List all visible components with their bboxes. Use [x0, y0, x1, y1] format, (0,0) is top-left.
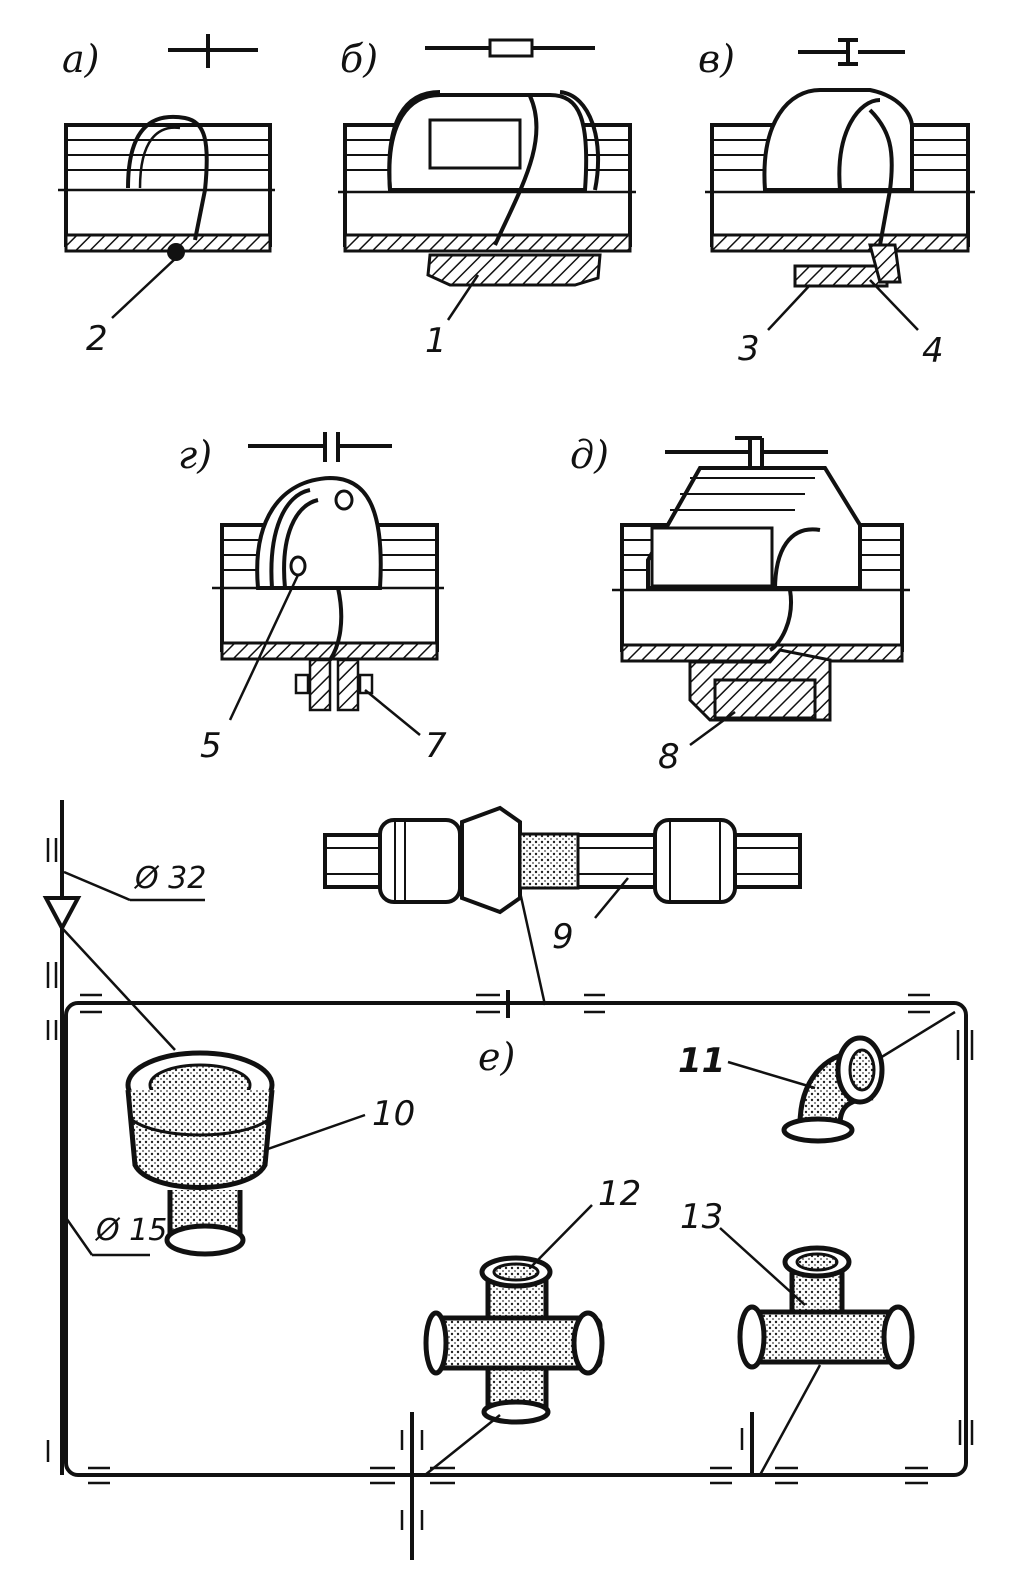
leader-13	[719, 1227, 806, 1306]
panel-d-label: д)	[570, 433, 609, 477]
leader-10	[264, 1113, 366, 1152]
panel-b-pipe	[338, 90, 636, 287]
leader-branch-diameter	[62, 1214, 94, 1256]
panel-d-union-joint: д) 8	[570, 433, 910, 777]
bolt-hole-icon	[289, 555, 307, 577]
panel-a-welded-joint: а) 2	[58, 34, 275, 359]
panel-e-threaded-fittings: 9 Ø 32	[42, 800, 974, 1560]
cross-fitting	[423, 1255, 605, 1425]
panel-a-label: а)	[62, 37, 99, 81]
leader-12	[529, 1204, 593, 1269]
elbow-fitting	[781, 1035, 885, 1144]
coupling-icon	[653, 818, 737, 904]
threaded-pipe-assembly	[323, 805, 802, 915]
callout-8: 8	[658, 737, 680, 777]
callout-10: 10	[372, 1094, 415, 1134]
panel-v-label: в)	[698, 37, 735, 81]
leader-reducer-to-riser	[61, 927, 176, 1051]
panel-d-symbol	[665, 436, 828, 466]
callout-12: 12	[598, 1174, 641, 1214]
callout-3: 3	[738, 329, 760, 369]
leader-5	[228, 574, 300, 721]
callout-11: 11	[678, 1041, 725, 1081]
panel-e-frame	[64, 1001, 968, 1477]
riser-line	[42, 800, 82, 1475]
panel-g-symbol	[248, 432, 392, 462]
panel-e-label: е)	[478, 1035, 515, 1079]
leader-8	[689, 710, 736, 747]
leader-4	[869, 279, 919, 331]
panel-a-pipe	[58, 115, 275, 261]
riser-diameter-label: Ø 32	[133, 861, 206, 896]
locknut-icon	[460, 805, 522, 915]
panel-v-socket-joint: в) 3 4	[698, 37, 975, 371]
callout-5: 5	[200, 726, 222, 766]
leader-9	[594, 877, 629, 919]
leader-3	[767, 284, 811, 331]
bolt-hole-icon	[334, 489, 354, 511]
leader-11	[727, 1060, 816, 1090]
panel-v-symbol	[798, 38, 905, 66]
panel-d-pipe	[612, 466, 910, 722]
thread-icon	[518, 832, 580, 890]
panel-g-pipe	[212, 475, 444, 712]
panel-b-symbol	[425, 38, 595, 58]
leader-9-to-riser	[518, 891, 547, 1006]
leader-cross-to-frame	[424, 1414, 501, 1476]
coupling-icon	[378, 818, 462, 904]
leader-tee-to-frame	[758, 1364, 822, 1476]
tee-fitting	[737, 1245, 915, 1370]
leader-elbow-to-frame	[879, 1010, 956, 1060]
leader-2	[111, 257, 177, 319]
reducer-fitting	[125, 1050, 275, 1257]
flange-bolt-icon	[308, 658, 332, 712]
panel-b-sleeve-joint: б) 1	[338, 37, 636, 361]
callout-1: 1	[425, 321, 447, 361]
panel-g-flange-joint: г) 5 7	[178, 432, 447, 766]
panel-g-label: г)	[178, 433, 212, 477]
callout-9: 9	[552, 917, 574, 957]
callout-13: 13	[680, 1197, 723, 1237]
leader-7	[364, 689, 421, 736]
panel-a-symbol	[168, 34, 258, 68]
panel-v-pipe	[705, 88, 975, 288]
callout-2: 2	[86, 319, 108, 359]
callout-4: 4	[922, 331, 944, 371]
callout-7: 7	[425, 726, 447, 766]
weld-seam-icon	[167, 243, 185, 261]
riser-marker-icon	[42, 896, 82, 933]
branch-diameter-label: Ø 15	[94, 1213, 167, 1248]
leader-1	[446, 274, 480, 321]
panel-b-label: б)	[340, 37, 378, 81]
leader-riser-diameter	[63, 870, 131, 902]
